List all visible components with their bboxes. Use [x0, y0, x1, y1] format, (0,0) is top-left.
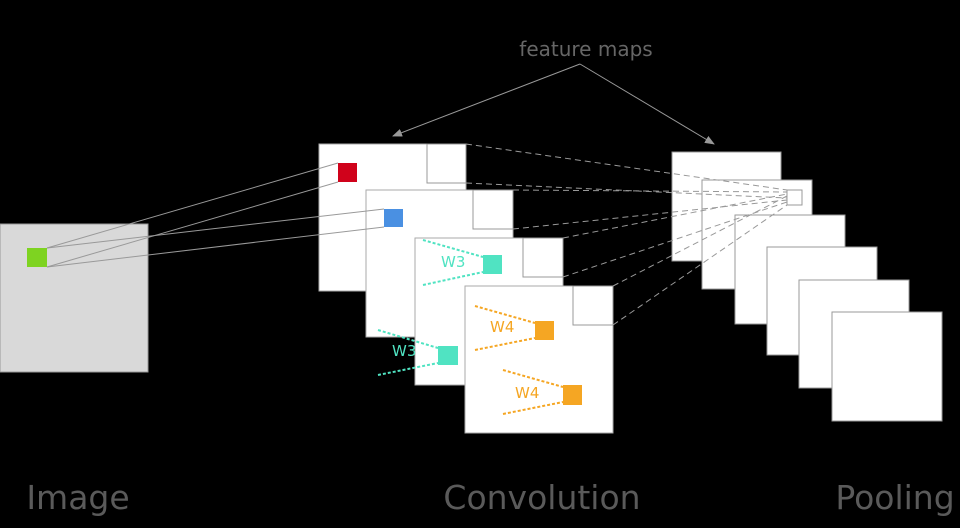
- receptive-field-lines: [46, 162, 385, 268]
- feature-maps-label: feature maps: [519, 37, 652, 61]
- input-image: [0, 223, 149, 373]
- pooling-maps: [671, 151, 943, 422]
- pooling-label: Pooling: [835, 478, 954, 517]
- w4-label: W4: [515, 384, 539, 402]
- pool-map-6: [831, 311, 943, 422]
- pool-unit: [786, 189, 803, 206]
- convolution-label: Convolution: [443, 478, 640, 517]
- arrow-to-pool: [579, 63, 715, 145]
- arrow-to-conv: [392, 63, 581, 137]
- blue-unit: [384, 209, 403, 227]
- w3-label: W3: [392, 342, 416, 360]
- input-patch: [27, 248, 47, 267]
- red-unit: [338, 163, 357, 182]
- image-label: Image: [26, 478, 129, 517]
- w4-label: W4: [490, 318, 514, 336]
- w3-label: W3: [441, 253, 465, 271]
- conv-map-4: W4 W4: [464, 285, 614, 434]
- pooling-lines: [465, 143, 788, 326]
